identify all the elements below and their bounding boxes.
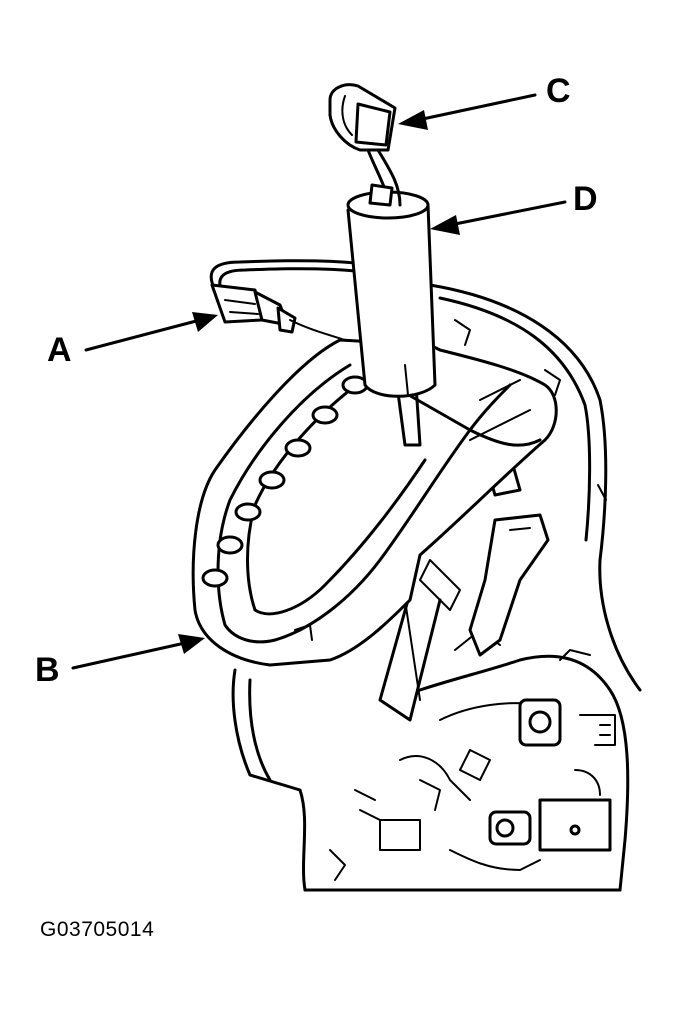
figure-id: G03705014 [40,918,155,941]
part-d-lever-sleeve [346,190,437,447]
part-a-switch [210,283,346,341]
leader-arrow-b [71,634,205,670]
leader-arrow-a [84,312,218,352]
lower-mechanism [231,629,630,892]
console-side-panel [428,283,642,692]
callout-label-d: D [573,180,598,218]
part-c-knob-connector [328,83,402,207]
callout-label-b: B [35,651,60,689]
callout-label-c: C [546,72,571,110]
leader-arrow-c [398,93,537,130]
part-b-housing [191,338,558,667]
callout-label-a: A [47,331,72,369]
leader-arrow-d [430,200,567,235]
